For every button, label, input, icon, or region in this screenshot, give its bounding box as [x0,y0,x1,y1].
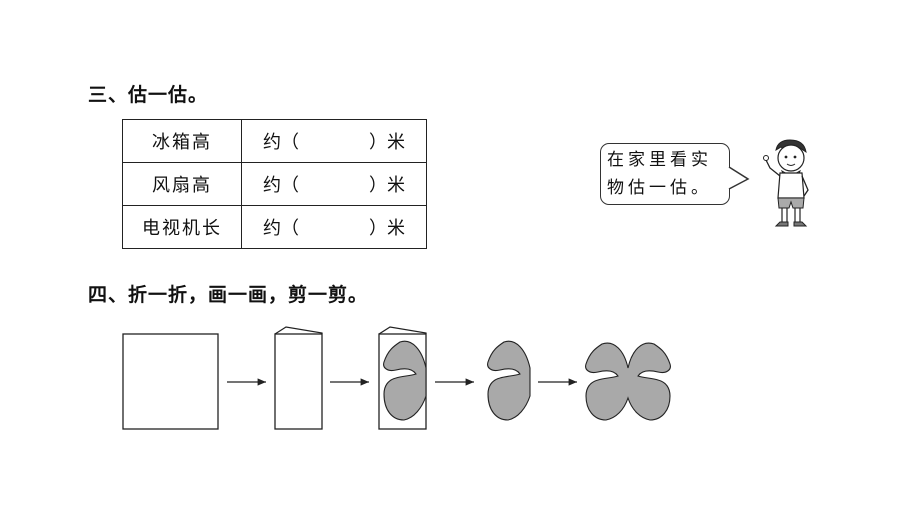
bubble-line-2: 物估一估。 [607,178,712,198]
square-paper [122,333,219,430]
bubble-line-1: 在家里看实 [607,150,712,170]
answer-cell[interactable]: 约（ ）米 [241,162,427,206]
row-item: 冰箱高 [122,119,242,163]
answer-cell[interactable]: 约（ ）米 [241,205,427,249]
row-item: 风扇高 [122,162,242,206]
table-row: 电视机长 约（ ）米 [122,205,427,249]
answer-suffix: ）米 [369,175,405,196]
section-3-title: 三、估一估。 [88,84,209,106]
table-row: 风扇高 约（ ）米 [122,162,427,206]
folded-paper [274,326,323,430]
answer-prefix: 约（ [263,175,299,196]
answer-prefix: 约（ [263,132,299,153]
answer-suffix: ）米 [369,218,405,239]
speech-bubble: 在家里看实 物估一估。 [600,143,730,205]
answer-prefix: 约（ [263,218,299,239]
row-item: 电视机长 [122,205,242,249]
drawn-half-butterfly [378,326,427,430]
bubble-tail [728,166,750,190]
table-row: 冰箱高 约（ ）米 [122,119,427,163]
answer-suffix: ）米 [369,132,405,153]
boy-illustration [763,139,809,227]
estimate-table: 冰箱高 约（ ）米 风扇高 约（ ）米 电视机长 约（ ）米 [122,119,427,249]
cut-half-butterfly [487,340,531,421]
section-4-title: 四、折一折，画一画，剪一剪。 [88,284,369,306]
full-butterfly [585,342,671,421]
answer-cell[interactable]: 约（ ）米 [241,119,427,163]
